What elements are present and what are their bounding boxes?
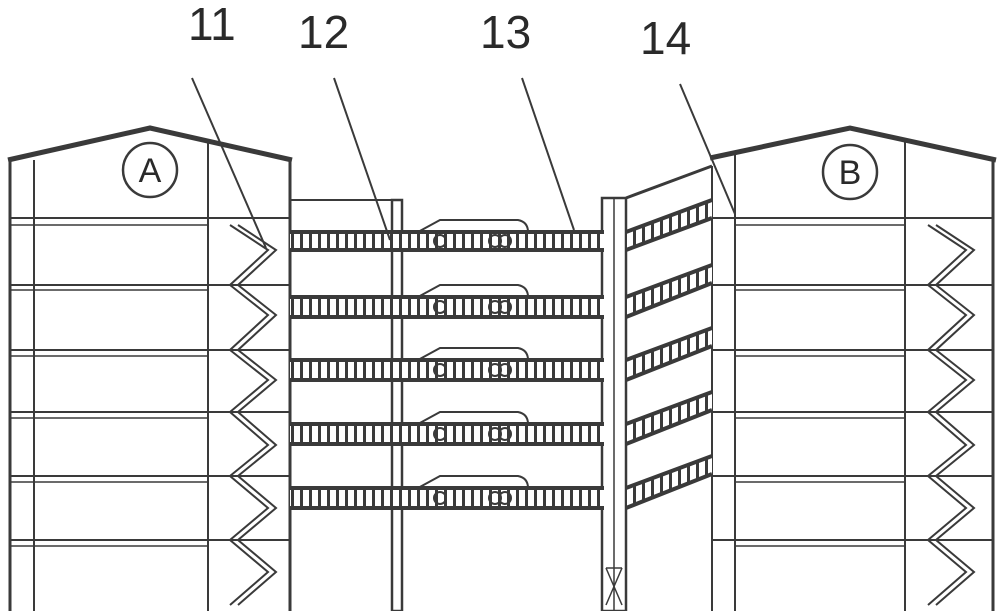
callout-14-leader: [680, 84, 735, 214]
walkway-floors: [290, 220, 604, 508]
callout-14: 14: [640, 12, 691, 64]
building-b: [710, 128, 996, 611]
angled-connector: [626, 166, 712, 611]
callout-12-leader: [334, 78, 390, 240]
callout-13: 13: [480, 6, 531, 58]
walkway-floor-2: [290, 285, 604, 317]
building-b-letter: B: [839, 154, 862, 192]
walkway-floor-1: [290, 220, 604, 250]
building-a-letter: A: [139, 152, 162, 190]
walkway-floor-5: [290, 476, 604, 508]
walkway-floor-3: [290, 348, 604, 380]
building-a-label: A: [123, 143, 177, 197]
callouts: 11 12 13 14: [188, 0, 735, 248]
building-a: [8, 128, 292, 611]
walkway-floor-4: [290, 412, 604, 444]
central-structure: [290, 198, 626, 611]
building-b-label: B: [823, 145, 877, 199]
callout-12: 12: [298, 6, 349, 58]
callout-11: 11: [188, 0, 236, 50]
callout-11-leader: [192, 78, 266, 248]
callout-13-leader: [522, 78, 574, 230]
